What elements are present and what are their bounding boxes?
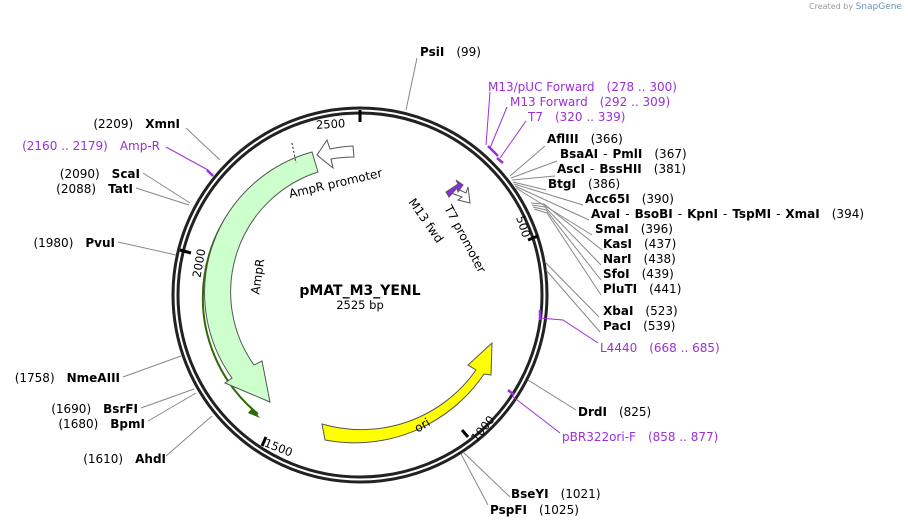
primer-mark-m13puc <box>487 145 499 157</box>
leader-pluti <box>533 208 602 296</box>
primer-m13puc-forward[interactable]: M13/pUC Forward(278 .. 300) <box>488 80 677 94</box>
leader-ahdi <box>165 415 213 457</box>
tick-marks <box>179 110 539 447</box>
leader-paci <box>545 269 601 333</box>
enzyme-bsaai-pmli[interactable]: BsaAI-PmlI(367) <box>560 147 687 161</box>
leader-ampr-primer <box>165 146 209 171</box>
leader-scai <box>142 172 191 204</box>
primer-mark-t7 <box>496 157 504 164</box>
enzyme-bpmi[interactable]: (1680)BpmI <box>58 417 145 431</box>
enzyme-nmeaiii[interactable]: (1758)NmeAIII <box>15 371 120 385</box>
enzyme-asci-bsshii[interactable]: AscI-BssHII(381) <box>557 162 686 176</box>
leader-drdi <box>527 379 577 411</box>
leader-bseyi <box>462 451 511 498</box>
ampr-promoter-split <box>291 142 297 164</box>
leader-afliii <box>509 145 546 177</box>
t7-promoter-feature[interactable] <box>450 186 471 204</box>
leader-nmeaiii <box>122 355 182 378</box>
enzyme-smai[interactable]: SmaI(396) <box>595 222 673 236</box>
leader-nari <box>531 204 602 266</box>
enzyme-acc65i[interactable]: Acc65I(390) <box>585 192 674 206</box>
credit-label: Created by SnapGene <box>809 2 902 12</box>
tick-label-2000: 2000 <box>190 248 209 279</box>
enzyme-psii[interactable]: PsiI(99) <box>420 45 481 59</box>
t7-promoter-label: T7 promoter <box>441 202 489 275</box>
primer-pbr322ori-f[interactable]: pBR322ori-F(858 .. 877) <box>562 430 718 444</box>
enzyme-afliii[interactable]: AflIII(366) <box>547 132 623 146</box>
primer-l4440[interactable]: L4440(668 .. 685) <box>600 341 720 355</box>
leader-acc65i <box>513 183 584 206</box>
enzyme-leaders <box>117 57 603 506</box>
primer-amp-r[interactable]: (2160 .. 2179)Amp-R <box>22 139 160 153</box>
leader-pvui <box>117 241 177 256</box>
leader-tati <box>135 187 190 206</box>
leader-t7 <box>499 120 527 159</box>
leader-pspfi <box>460 453 489 506</box>
enzyme-sfoi[interactable]: SfoI(439) <box>603 267 674 281</box>
enzyme-avai-group[interactable]: AvaI-BsoBI-KpnI-TspMI-XmaI(394) <box>591 207 864 221</box>
m13-fwd-label: M13 fwd <box>406 196 447 246</box>
leader-m13puc <box>485 91 491 146</box>
enzyme-nari[interactable]: NarI(438) <box>603 252 676 266</box>
enzyme-xbai[interactable]: XbaI(523) <box>603 304 678 318</box>
leader-xmni <box>185 127 221 161</box>
tick-label-2500: 2500 <box>316 116 346 132</box>
enzyme-bsrfi[interactable]: (1690)BsrFI <box>51 402 138 416</box>
primer-m13-forward[interactable]: M13 Forward(292 .. 309) <box>510 95 670 109</box>
leader-xbai <box>544 261 600 318</box>
plasmid-name: pMAT_M3_YENL <box>299 283 420 299</box>
backbone-outer <box>171 106 549 484</box>
leader-sfoi <box>532 206 602 281</box>
leader-bsrfi <box>140 388 195 409</box>
primer-leaders <box>165 91 599 434</box>
enzyme-ahdi[interactable]: (1610)AhdI <box>83 452 166 466</box>
snapgene-logo: SnapGene <box>855 2 902 12</box>
enzyme-scai[interactable]: (2090)ScaI <box>60 167 140 181</box>
tick-500 <box>527 234 539 242</box>
ori-label: ori <box>412 415 433 435</box>
primer-t7[interactable]: T7(320 .. 339) <box>527 110 625 124</box>
enzyme-drdi[interactable]: DrdI(825) <box>578 405 651 419</box>
leader-bsaai <box>510 160 558 179</box>
m13-fwd-feature[interactable] <box>445 179 464 198</box>
leader-m13fwd <box>489 106 508 149</box>
enzyme-kasi[interactable]: KasI(437) <box>603 237 676 251</box>
leader-kasi <box>530 202 603 251</box>
tick-label-500: 500 <box>513 214 533 239</box>
leader-pbr322 <box>511 395 561 434</box>
enzyme-pvui[interactable]: (1980)PvuI <box>33 236 115 250</box>
tick-2000 <box>179 248 192 255</box>
enzyme-btgi[interactable]: BtgI(386) <box>548 177 620 191</box>
tick-1500 <box>260 436 268 447</box>
ampr-label: AmpR <box>248 258 267 295</box>
enzyme-tati[interactable]: (2088)TatI <box>56 182 133 196</box>
enzyme-xmni[interactable]: (2209)XmnI <box>93 117 180 131</box>
plasmid-size: 2525 bp <box>336 298 384 312</box>
ampr-promoter-feature[interactable] <box>316 138 355 170</box>
primer-mark-ampr <box>206 169 214 177</box>
enzyme-bseyi[interactable]: BseYI(1021) <box>511 487 601 501</box>
leader-avai <box>514 185 590 221</box>
enzyme-pluti[interactable]: PluTI(441) <box>603 282 681 296</box>
enzyme-paci[interactable]: PacI(539) <box>603 319 675 333</box>
leader-l4440 <box>539 317 599 344</box>
ampr-feature[interactable] <box>204 151 319 403</box>
enzyme-pspfi[interactable]: PspFI(1025) <box>490 503 579 517</box>
ori-feature[interactable] <box>321 341 493 444</box>
primer-mark-pbr322 <box>507 389 515 396</box>
leader-bpmi <box>147 392 197 422</box>
leader-asci <box>511 175 556 181</box>
leader-btgi <box>512 181 547 191</box>
leader-psii <box>405 57 418 111</box>
credit-prefix: Created by <box>809 2 854 11</box>
ampr-track-head <box>248 408 260 418</box>
tick-1000 <box>460 429 470 438</box>
